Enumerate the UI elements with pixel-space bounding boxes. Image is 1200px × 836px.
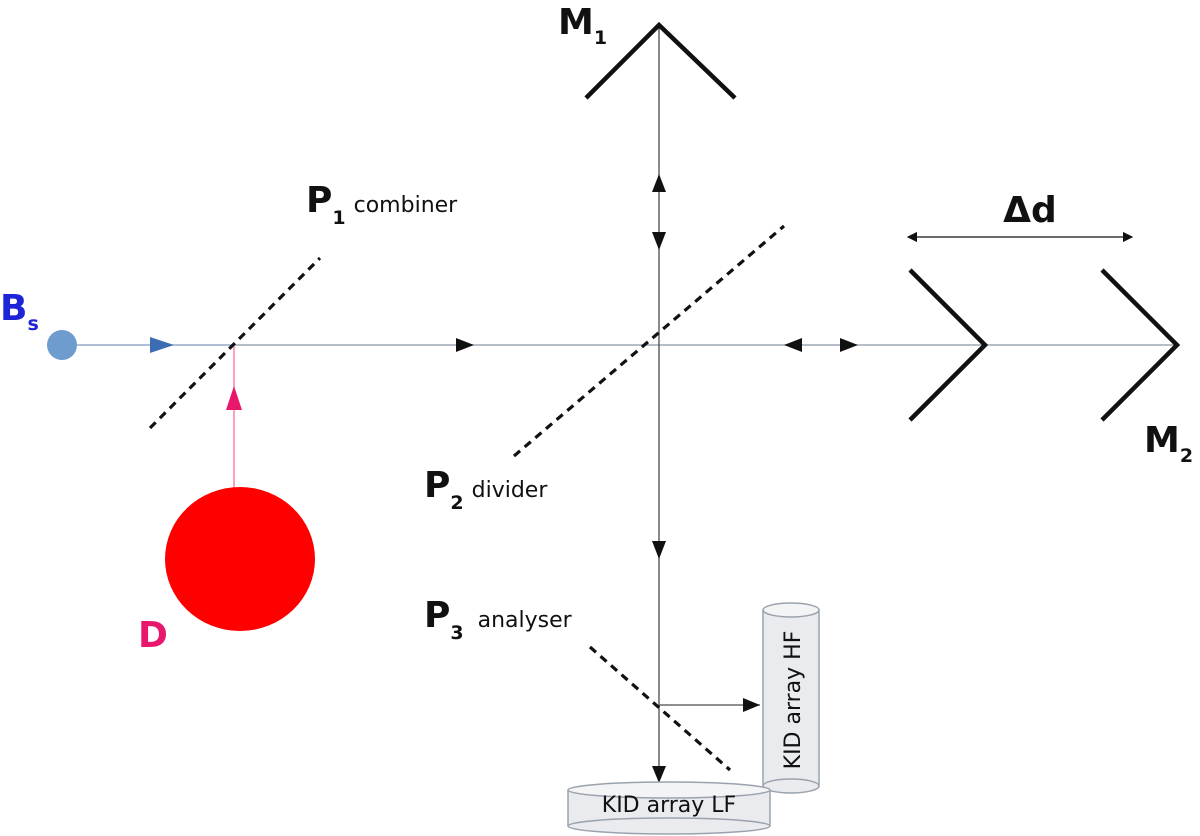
m2-label-sub: 2	[1180, 445, 1193, 467]
source-disc-icon	[47, 330, 77, 360]
lower-arm-arrow-down	[652, 541, 666, 559]
p3-label-word: analyser	[478, 608, 573, 633]
roof-mirror-m2-near	[908, 268, 989, 422]
hf-arrow-right	[743, 698, 760, 712]
kid-array-lf-label: KID array LF	[602, 793, 736, 818]
m1-label-main: M	[558, 2, 594, 43]
delta-d-label: Δd	[1003, 190, 1057, 231]
right-arm-arrow-left	[784, 338, 802, 352]
p1-label-sub: 1	[332, 207, 345, 229]
source-label-main: B	[0, 288, 27, 329]
p2-label: P2 divider	[424, 465, 548, 514]
lf-arrow-down	[652, 766, 666, 783]
kid-array-hf-label: KID array HF	[781, 631, 806, 770]
source-label-sub: s	[27, 313, 38, 335]
m2-label-main: M	[1144, 420, 1180, 461]
right-arm-arrow-right	[840, 338, 858, 352]
main-beam-arrow	[456, 338, 474, 352]
p2-label-main: P	[424, 465, 450, 506]
upper-arm-arrow-up	[652, 174, 666, 192]
p1-label-main: P	[306, 180, 332, 221]
upper-arm-arrow-down	[652, 232, 666, 250]
polarizer-p1-combiner	[148, 256, 322, 430]
source-beam-arrow	[150, 337, 174, 353]
m1-label: M1	[558, 2, 607, 49]
p3-label: P3 analyser	[424, 595, 573, 644]
roof-mirror-m1	[584, 21, 737, 100]
m1-label-sub: 1	[594, 27, 607, 49]
p2-label-word: divider	[472, 478, 549, 503]
p3-label-main: P	[424, 595, 450, 636]
polarizer-p3-analyser	[588, 645, 732, 772]
roof-mirror-m2-far	[1100, 268, 1181, 422]
m2-label: M2	[1144, 420, 1193, 467]
kid-array-hf: KID array HF	[762, 602, 820, 794]
p2-label-sub: 2	[450, 492, 463, 514]
p3-label-sub: 3	[450, 622, 463, 644]
p1-label: P1 combiner	[306, 180, 458, 229]
detector-label: D	[138, 615, 168, 656]
source-label: Bs	[0, 288, 39, 335]
detector-disc-icon	[165, 487, 315, 631]
kid-array-lf: KID array LF	[567, 781, 771, 835]
polarizer-p2-divider	[512, 224, 786, 458]
p1-label-word: combiner	[354, 193, 459, 218]
detector-beam-arrow	[226, 386, 242, 410]
